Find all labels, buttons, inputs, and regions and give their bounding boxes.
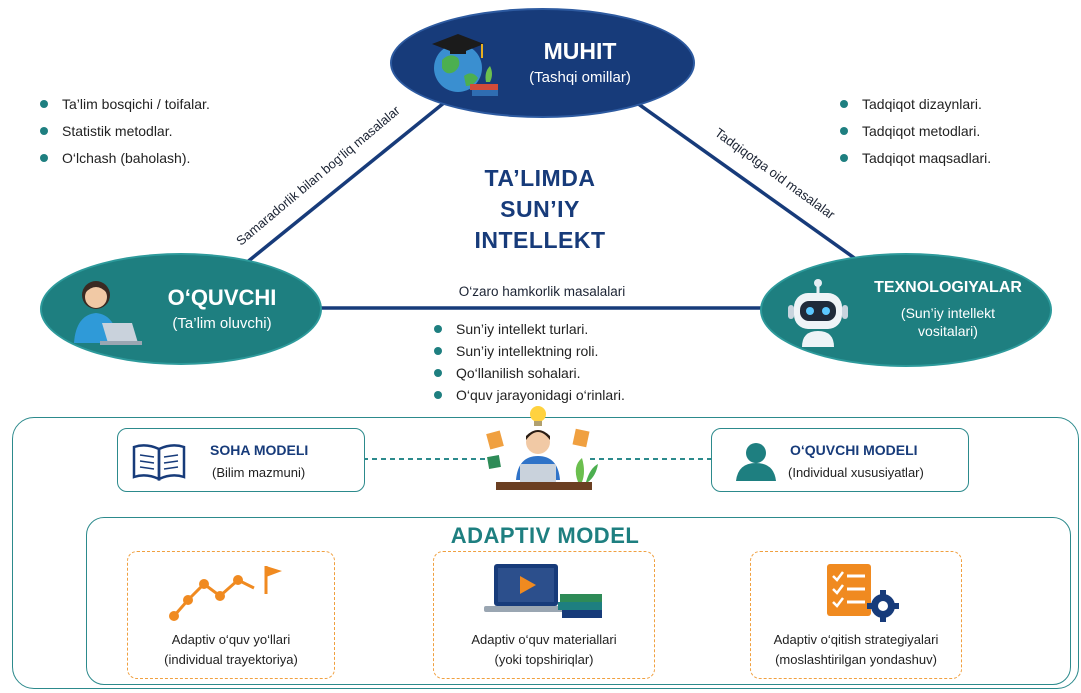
oquvchi-model-subtitle: (Individual xususiyatlar) xyxy=(788,465,924,480)
globe-graduation-icon xyxy=(432,34,498,96)
robot-icon xyxy=(788,279,848,347)
right-bullet-list: Tadqiqot dizaynlari. Tadqiqot metodlari.… xyxy=(838,94,991,175)
center-title-line: TA’LIMDA xyxy=(484,165,596,191)
edge-label-bottom: O‘zaro hamkorlik masalalari xyxy=(458,284,626,299)
left-bullet-list: Ta’lim bosqichi / toifalar. Statistik me… xyxy=(38,94,210,175)
student-desk-illustration xyxy=(486,406,598,490)
list-item: Qo‘llanilish sohalari. xyxy=(432,363,625,385)
muhit-node: MUHIT (Tashqi omillar) xyxy=(390,8,695,118)
adaptive-path-label: Adaptiv o‘quv yo‘llari xyxy=(171,632,291,647)
path-network-icon xyxy=(169,566,282,621)
oquvchi-model-title: O‘QUVCHI MODELI xyxy=(790,442,918,458)
center-title-line: SUN’IY xyxy=(500,196,580,222)
texnologiyalar-node: TEXNOLOGIYALAR (Sun’iy intellekt vosital… xyxy=(760,253,1052,367)
adaptive-strategies-sublabel: (moslashtirilgan yondashuv) xyxy=(775,652,937,667)
list-item: Ta’lim bosqichi / toifalar. xyxy=(38,94,210,121)
adaptive-model-title: ADAPTIV MODEL xyxy=(450,523,640,548)
student-laptop-icon xyxy=(74,281,142,345)
adaptive-strategies-box: Adaptiv o‘qitish strategiyalari (moslash… xyxy=(750,551,962,679)
oquvchi-subtitle: (Ta’lim oluvchi) xyxy=(172,315,272,332)
adaptive-path-box: Adaptiv o‘quv yo‘llari (individual traye… xyxy=(127,551,335,679)
list-item: O‘lchash (baholash). xyxy=(38,148,210,175)
list-item: Tadqiqot dizaynlari. xyxy=(838,94,991,121)
user-icon xyxy=(736,443,776,481)
checklist-gear-icon xyxy=(827,564,899,622)
list-item: O‘quv jarayonidagi o‘rinlari. xyxy=(432,385,625,407)
adaptive-path-sublabel: (individual trayektoriya) xyxy=(164,652,298,667)
soha-model-subtitle: (Bilim mazmuni) xyxy=(212,465,306,480)
adaptive-strategies-label: Adaptiv o‘qitish strategiyalari xyxy=(773,632,939,647)
adaptive-materials-box: Adaptiv o‘quv materiallari (yoki topshir… xyxy=(433,551,655,679)
center-title: TA’LIMDA SUN’IY INTELLEKT xyxy=(440,163,640,256)
muhit-subtitle: (Tashqi omillar) xyxy=(529,69,631,86)
texnologiyalar-subtitle-1: (Sun’iy intellekt xyxy=(900,305,996,321)
adaptive-materials-sublabel: (yoki topshiriqlar) xyxy=(494,652,594,667)
list-item: Tadqiqot maqsadlari. xyxy=(838,148,991,175)
laptop-video-books-icon xyxy=(484,564,602,618)
soha-model-box: SOHA MODELI (Bilim mazmuni) xyxy=(117,428,365,492)
adaptive-materials-label: Adaptiv o‘quv materiallari xyxy=(471,632,617,647)
muhit-title: MUHIT xyxy=(543,38,617,64)
soha-model-title: SOHA MODELI xyxy=(210,442,309,458)
oquvchi-model-box: O‘QUVCHI MODELI (Individual xususiyatlar… xyxy=(711,428,969,492)
list-item: Statistik metodlar. xyxy=(38,121,210,148)
center-title-line: INTELLEKT xyxy=(474,227,606,253)
list-item: Tadqiqot metodlari. xyxy=(838,121,991,148)
center-bullet-list: Sun’iy intellekt turlari. Sun’iy intelle… xyxy=(432,319,625,407)
texnologiyalar-subtitle-2: vositalari) xyxy=(918,323,978,339)
oquvchi-node: O‘QUVCHI (Ta’lim oluvchi) xyxy=(40,253,322,365)
list-item: Sun’iy intellektning roli. xyxy=(432,341,625,363)
bottom-panel xyxy=(12,417,1079,689)
oquvchi-title: O‘QUVCHI xyxy=(167,285,277,310)
texnologiyalar-title: TEXNOLOGIYALAR xyxy=(874,279,1022,296)
book-icon xyxy=(132,444,186,481)
edge-line-left xyxy=(223,96,452,282)
edge-line-right xyxy=(628,96,862,264)
list-item: Sun’iy intellekt turlari. xyxy=(432,319,625,341)
